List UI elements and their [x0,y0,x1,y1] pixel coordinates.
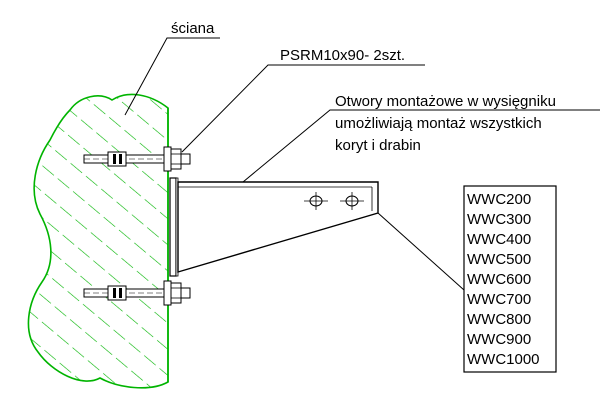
tray-code-box: WWC200 WWC300 WWC400 WWC500 WWC600 WWC70… [463,185,557,373]
leader-lines [124,37,600,291]
tray-code: WWC700 [467,291,531,308]
tray-code: WWC200 [467,191,531,208]
holes-label-line-1: Otwory montażowe w wysięgniku [335,93,556,110]
tray-code: WWC1000 [467,351,540,368]
tray-code: WWC400 [467,231,531,248]
bracket-arm [177,181,379,273]
wall-label: ściana [171,20,215,37]
tray-code: WWC500 [467,251,531,268]
box-leader [377,212,465,291]
tray-code: WWC600 [467,271,531,288]
anchor-label: PSRM10x90- 2szt. [280,47,405,64]
holes-leader [242,109,600,183]
anchor-bolt-upper [83,146,191,172]
anchor-bolt-lower [83,280,191,306]
tray-code: WWC300 [467,211,531,228]
wall-hatching [28,94,169,388]
mounting-hole-2 [340,192,364,210]
holes-label-line-3: koryt i drabin [335,137,421,154]
tray-code: WWC900 [467,331,531,348]
wall-leader [124,37,220,116]
wall [27,93,169,389]
anchor-leader [181,64,425,153]
mounting-hole-1 [304,192,328,210]
holes-label-line-2: umożliwiają montaż wszystkich [335,115,542,132]
tray-code: WWC800 [467,311,531,328]
